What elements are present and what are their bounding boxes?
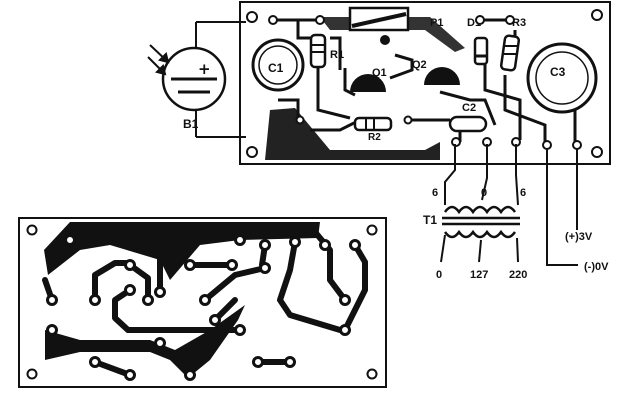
resistor-r1: R1	[309, 33, 344, 69]
battery-b1: + B1	[147, 21, 246, 138]
resistor-r3: R3	[499, 17, 526, 72]
corner-holes-bottom	[26, 224, 378, 380]
copper-pads	[46, 234, 361, 381]
r2-label: R2	[368, 132, 381, 143]
transistor-q1: Q1	[350, 67, 387, 92]
capacitor-c3: C3	[526, 42, 598, 114]
battery-label: B1	[183, 117, 199, 131]
copper-area-bottom	[45, 305, 245, 378]
diode-d1: D1	[467, 17, 489, 66]
tap-right-label: 6	[520, 187, 526, 199]
tap-left-label: 6	[432, 187, 438, 199]
transformer-t1: 6 0 6 T1 0 127 220	[423, 144, 527, 281]
resistor-r2: R2	[353, 116, 393, 143]
capacitor-c2: C2	[448, 102, 488, 133]
transistor-q2: Q2	[412, 59, 460, 85]
positive-supply-label: (+)3V	[565, 231, 593, 243]
primary-220-label: 220	[509, 269, 527, 281]
component-board: C1 R1 P1 Q1 Q2	[239, 1, 611, 165]
primary-127-label: 127	[470, 269, 488, 281]
r3-label: R3	[512, 17, 526, 29]
trimmer-p1: P1	[348, 6, 443, 45]
copper-area-top	[44, 222, 320, 280]
c3-label: C3	[550, 65, 566, 79]
negative-supply-label: (-)0V	[584, 261, 609, 273]
transformer-label: T1	[423, 213, 437, 227]
copper-board	[18, 217, 387, 388]
capacitor-c1: C1	[251, 38, 305, 92]
power-leads: (+)3V (-)0V	[546, 149, 609, 273]
c1-label: C1	[268, 61, 284, 75]
tap-center-label: 0	[481, 187, 487, 199]
r1-label: R1	[330, 49, 344, 61]
primary-0-label: 0	[436, 269, 442, 281]
light-arrows	[147, 44, 170, 76]
ground-plane-shadow	[265, 108, 440, 160]
corner-holes-top	[246, 9, 603, 158]
p1-label: P1	[430, 17, 443, 29]
primary-coil	[443, 229, 517, 239]
q1-label: Q1	[372, 67, 387, 79]
secondary-coil	[443, 205, 517, 215]
battery-plus-sign: +	[198, 60, 211, 78]
q2-label: Q2	[412, 59, 427, 71]
c2-label: C2	[462, 102, 476, 114]
